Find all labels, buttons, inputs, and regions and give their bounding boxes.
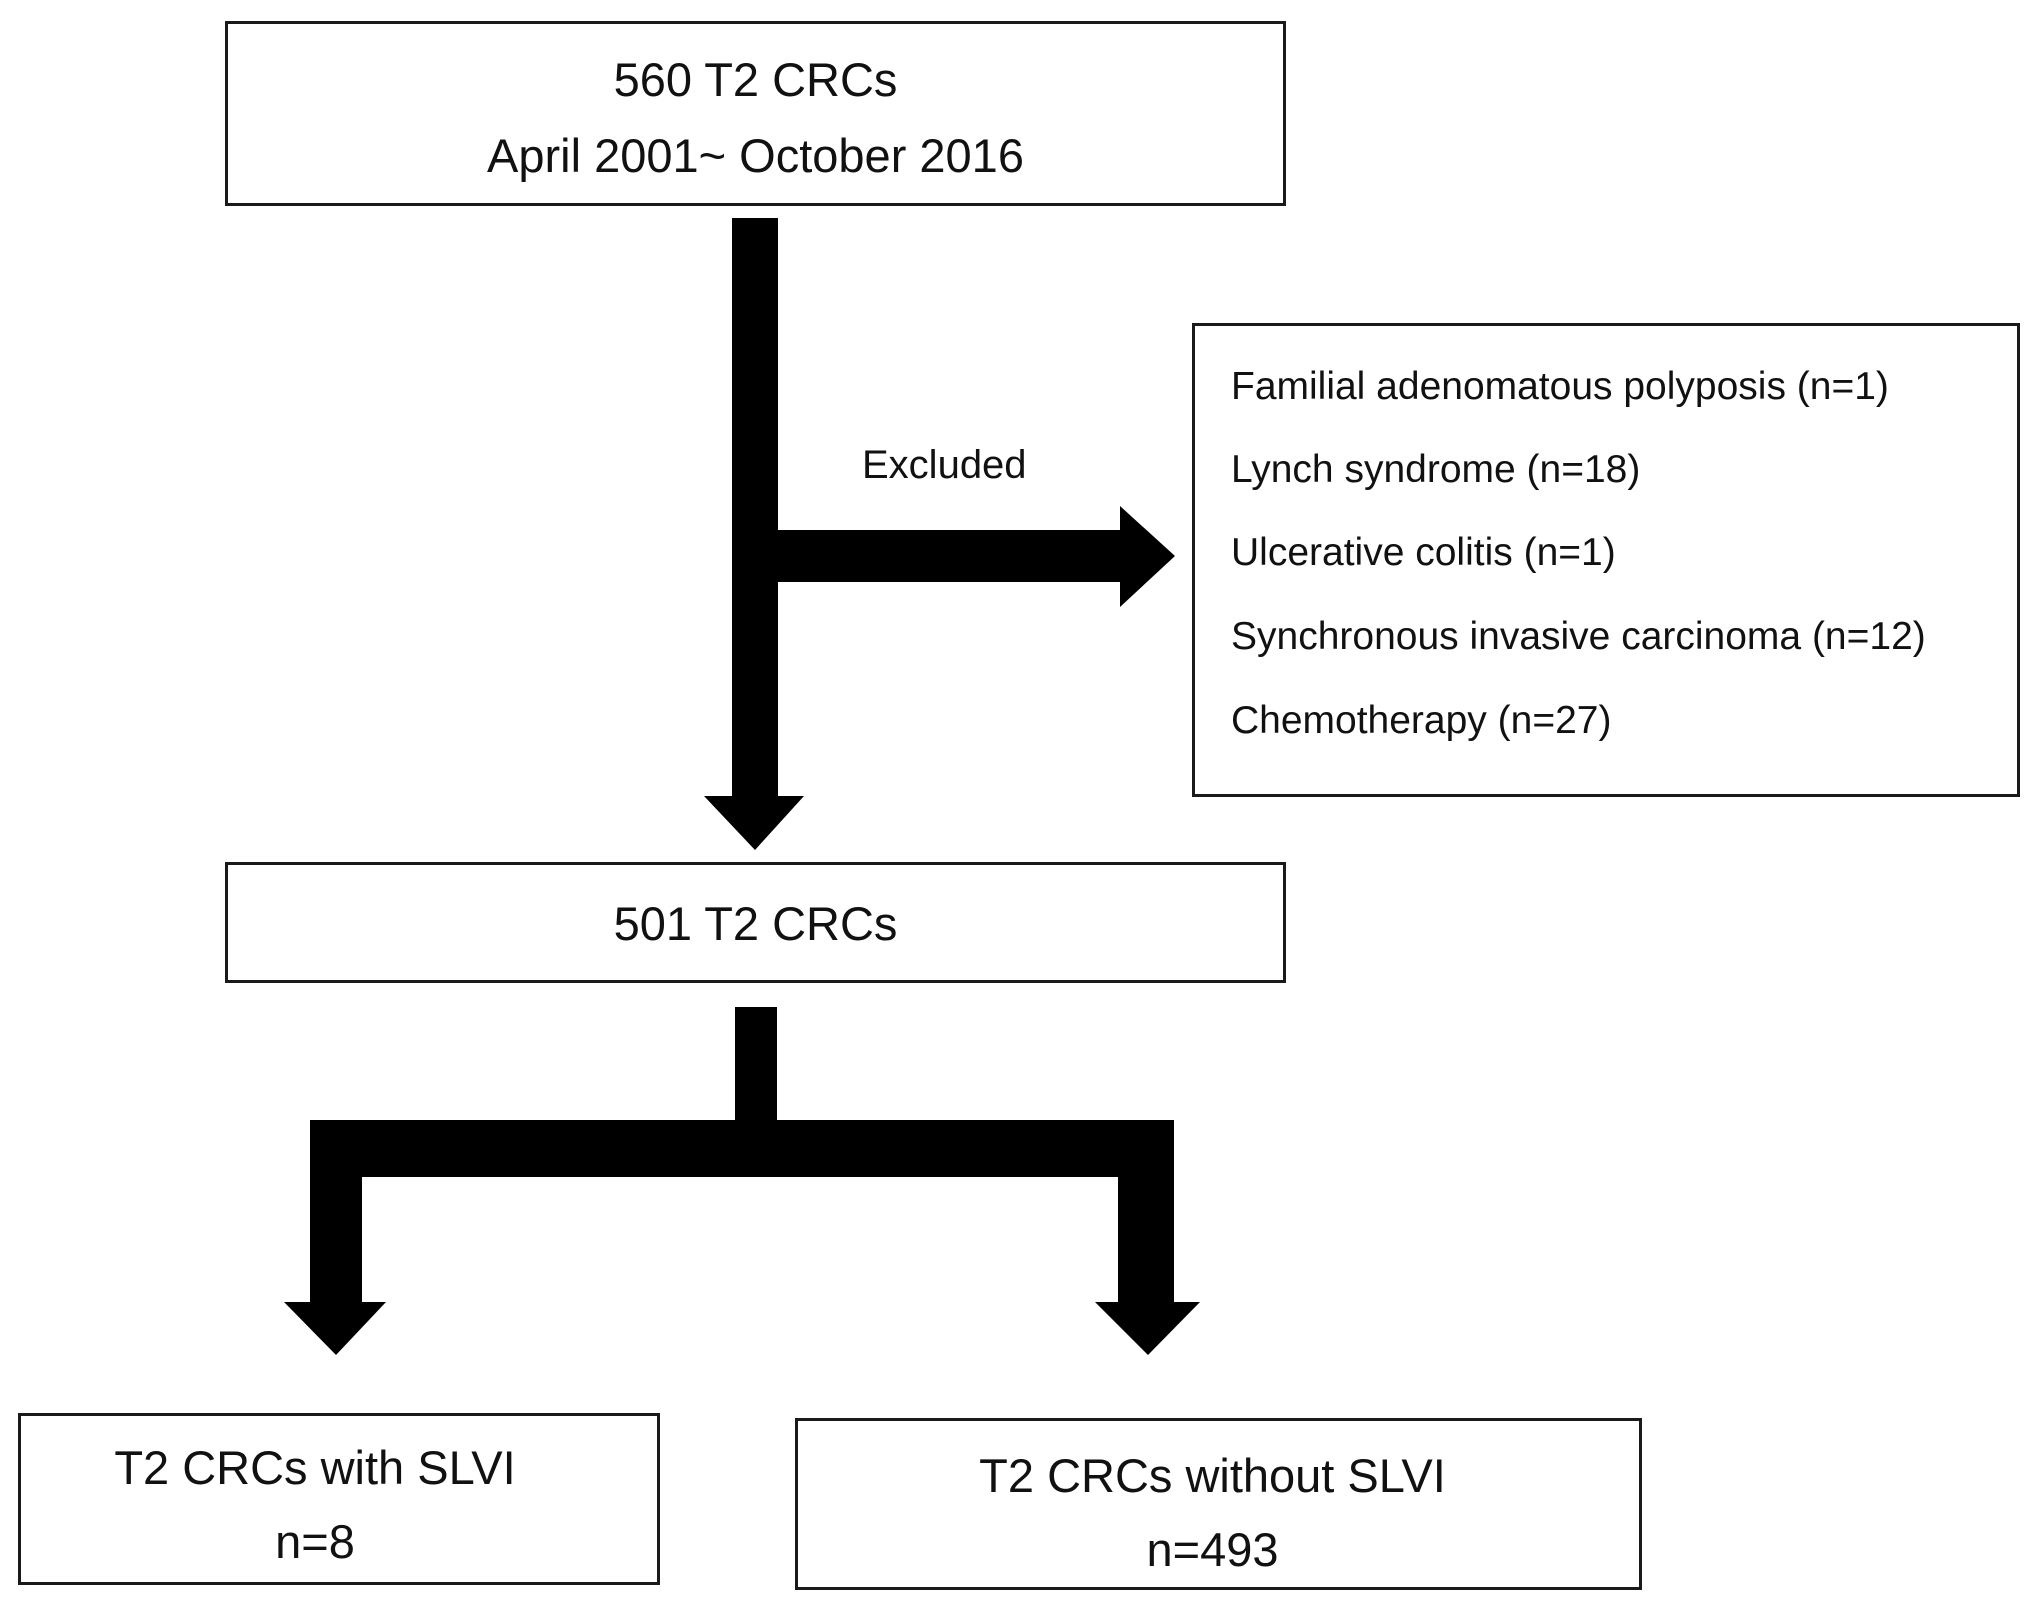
with-slvi-title: T2 CRCs with SLVI: [114, 1441, 516, 1494]
excluded-item-uc: Ulcerative colitis (n=1): [1231, 531, 1616, 574]
with-slvi-count: n=8: [275, 1515, 355, 1568]
excluded-box: Familial adenomatous polyposis (n=1) Lyn…: [1192, 323, 2020, 797]
remaining-box: 501 T2 CRCs: [225, 862, 1286, 983]
excluded-item-lynch: Lynch syndrome (n=18): [1231, 448, 1641, 491]
main-down-arrow: [704, 218, 804, 850]
start-count: 560 T2 CRCs: [613, 53, 898, 106]
with-slvi-box: T2 CRCs with SLVI n=8: [18, 1413, 660, 1585]
without-slvi-title: T2 CRCs without SLVI: [979, 1449, 1446, 1502]
split-connector: [284, 1007, 1200, 1355]
excluded-arrow: [776, 506, 1175, 607]
without-slvi-count: n=493: [1146, 1523, 1279, 1576]
excluded-item-fap: Familial adenomatous polyposis (n=1): [1231, 365, 1889, 408]
excluded-label: Excluded: [862, 443, 1027, 487]
without-slvi-box: T2 CRCs without SLVI n=493: [795, 1418, 1642, 1590]
excluded-item-chemotherapy: Chemotherapy (n=27): [1231, 699, 1612, 742]
excluded-item-synchronous: Synchronous invasive carcinoma (n=12): [1231, 615, 1926, 658]
start-date-range: April 2001~ October 2016: [487, 129, 1024, 182]
start-box: 560 T2 CRCs April 2001~ October 2016: [225, 21, 1286, 206]
remaining-count: 501 T2 CRCs: [613, 897, 898, 950]
